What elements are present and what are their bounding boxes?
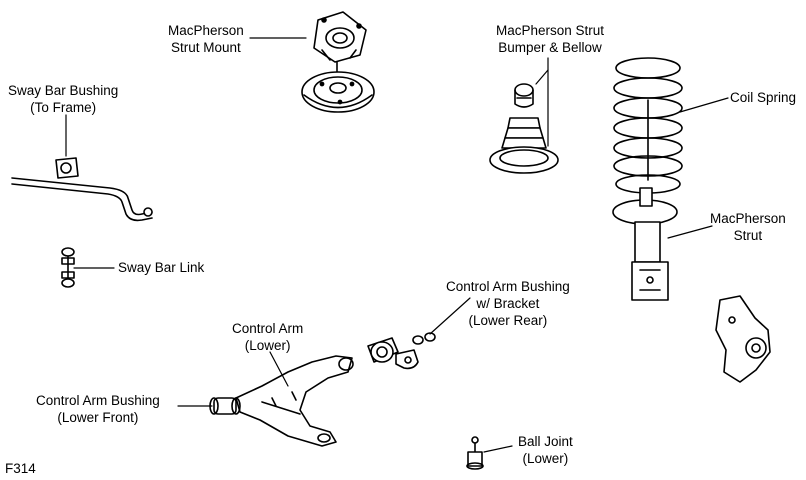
bumper-bellow-drawing (489, 83, 559, 174)
coil-spring-drawing (613, 57, 683, 194)
label-strut: MacPherson Strut (710, 211, 786, 243)
sway-bar-drawing (11, 157, 153, 222)
label-sway-bar-link: Sway Bar Link (118, 260, 205, 275)
strut-drawing (612, 187, 678, 301)
ca-bushing-front-drawing (209, 397, 241, 415)
label-strut-mount: MacPherson Strut Mount (168, 23, 244, 55)
strut-mount-drawing (301, 11, 375, 113)
leader-lines (65, 37, 729, 453)
figure-id: F314 (5, 461, 36, 476)
control-arm-drawing (235, 355, 354, 447)
label-ca-bushing-rear: Control Arm Bushing w/ Bracket (Lower Re… (446, 279, 570, 328)
label-bumper-bellow: MacPherson Strut Bumper & Bellow (496, 23, 605, 55)
knuckle-drawing (715, 295, 771, 383)
label-ball-joint: Ball Joint (Lower) (518, 434, 573, 466)
label-sway-bar-bushing: Sway Bar Bushing (To Frame) (8, 83, 119, 115)
ca-bushing-rear-drawing (367, 332, 436, 370)
label-control-arm: Control Arm (Lower) (232, 321, 304, 353)
label-ca-bushing-front: Control Arm Bushing (Lower Front) (36, 393, 160, 425)
ball-joint-drawing (466, 436, 484, 470)
label-coil-spring: Coil Spring (730, 90, 797, 105)
sway-link-drawing (61, 247, 75, 288)
